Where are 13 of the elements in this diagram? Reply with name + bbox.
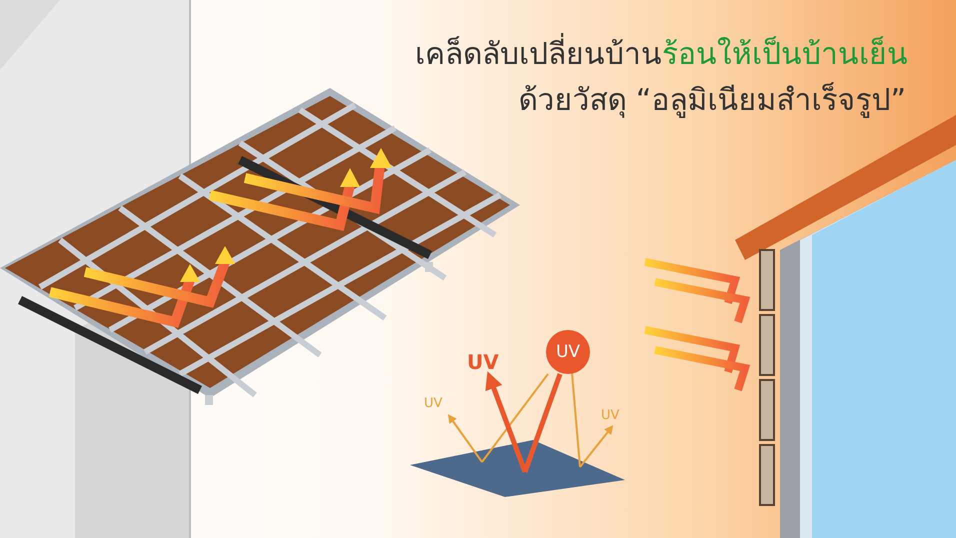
uv-ray [481, 373, 549, 463]
uv-label: UV [601, 408, 620, 423]
uv-label: UV [467, 350, 499, 374]
uv-label: UV [424, 396, 442, 411]
subtitle-text: ด้วยวัสดุ “อลูมิเนียมสำเร็จรูป” [518, 81, 906, 120]
reflected-uv-arrow [448, 414, 483, 463]
uv-circle: UV [546, 330, 590, 374]
uv-ray [522, 373, 562, 473]
ground-plate [410, 440, 625, 497]
reflected-uv-arrow [485, 371, 528, 473]
title-text: ร้อนให้เป็นบ้านเย็น [662, 37, 908, 72]
reflected-uv-arrow [579, 425, 614, 468]
uv-ray [571, 372, 581, 468]
